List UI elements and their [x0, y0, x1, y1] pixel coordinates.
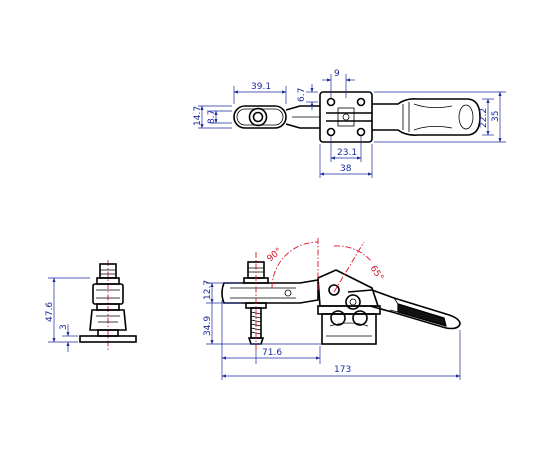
dim-label-47-6: 47.6: [45, 302, 55, 322]
dim-38: 38: [319, 144, 373, 178]
dim-label-39-1: 39.1: [251, 82, 271, 92]
dim-label-8-7: 8.7: [207, 110, 217, 124]
dim-label-35: 35: [491, 111, 501, 122]
dim-label-71-6: 71.6: [262, 348, 282, 358]
dim-47-6: 47.6: [45, 277, 90, 343]
dim-label-38: 38: [340, 164, 352, 174]
angle-label-65: 65°: [368, 264, 385, 283]
dim-8-7: 8.7: [207, 110, 232, 124]
dim-label-6-7: 6.7: [297, 88, 307, 102]
dim-label-3: 3: [59, 324, 69, 330]
base-plate-top: [319, 91, 373, 143]
dim-9: 9: [322, 69, 355, 98]
dim-35: 35: [374, 91, 506, 143]
dim-22-2: 22.2: [479, 98, 494, 136]
dim-39-1: 39.1: [233, 82, 287, 104]
angle-indicators: 90° 65°: [255, 238, 385, 350]
dim-label-12-7: 12.7: [203, 280, 213, 300]
dim-14-7: 14.7: [193, 105, 232, 129]
side-view: 90° 65° 12.7 34.9 71.6 173: [203, 238, 461, 380]
dim-173: 173: [221, 300, 461, 380]
clamp-handle: [347, 289, 461, 330]
clamp-arm: [221, 279, 319, 304]
dim-label-173: 173: [334, 365, 351, 375]
dim-label-34-9: 34.9: [203, 316, 213, 336]
dim-label-22-2: 22.2: [479, 108, 489, 128]
dim-71-6: 71.6: [221, 346, 321, 364]
top-view: 39.1 9 6.7 14.7 8.: [193, 69, 506, 178]
dim-6-7: 6.7: [297, 84, 318, 110]
handle-top: [372, 98, 481, 136]
arc-90: [271, 241, 319, 289]
clamp-body: [317, 269, 381, 345]
end-view: 47.6 3: [45, 260, 137, 352]
spindle-arm-top: [233, 105, 320, 129]
dim-label-14-7: 14.7: [193, 106, 203, 126]
pivot-65-line: [333, 241, 365, 293]
dim-23-1: 23.1: [330, 136, 362, 162]
arc-65: [333, 245, 373, 263]
dim-34-9: 34.9: [203, 303, 322, 345]
angle-label-90: 90°: [266, 246, 285, 264]
dim-3: 3: [59, 324, 78, 352]
dim-label-9: 9: [334, 69, 340, 79]
dim-label-23-1: 23.1: [337, 148, 357, 158]
